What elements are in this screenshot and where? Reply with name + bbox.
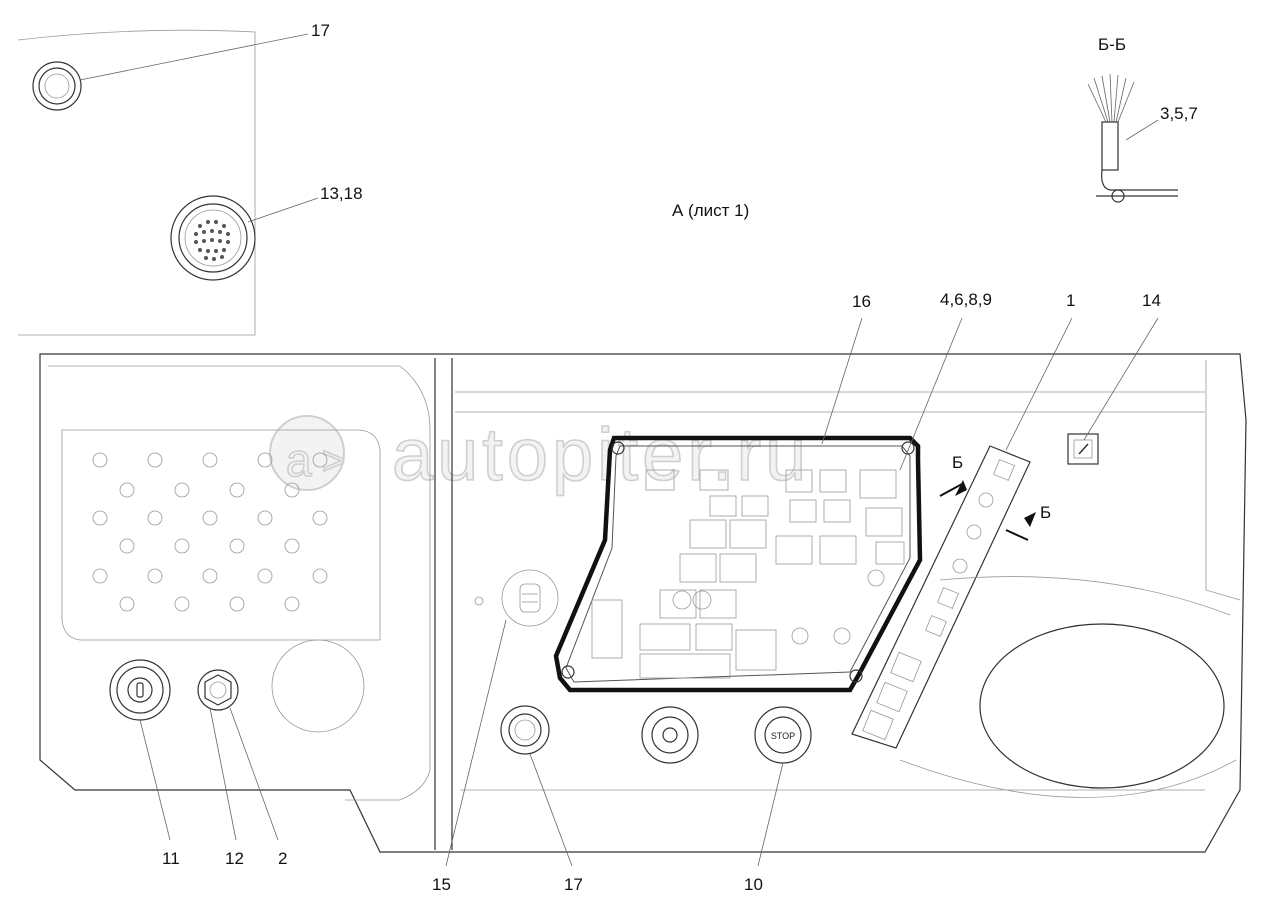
section-callout: 3,5,7 [1160, 104, 1198, 123]
stop-button: STOP [754, 706, 812, 764]
section-mark-left: Б [952, 453, 963, 472]
panel-outline [39, 353, 1247, 853]
screw-icon [474, 596, 484, 606]
watermark-text: autopiter.ru [392, 413, 810, 496]
callout-14: 14 [1142, 291, 1161, 310]
svg-text:>: > [322, 439, 349, 483]
ignition-switch [109, 659, 171, 721]
callout-1: 1 [1066, 291, 1075, 310]
detail-top-left [17, 29, 319, 336]
section-title: Б-Б [1098, 35, 1126, 54]
speaker-grille [61, 429, 381, 641]
callout-2: 2 [278, 849, 287, 868]
callout-17-top: 17 [311, 21, 330, 40]
oval-opening [899, 576, 1237, 798]
view-label: А (лист 1) [672, 201, 749, 220]
small-switch [1067, 433, 1099, 465]
section-detail [1087, 73, 1178, 203]
callout-12: 12 [225, 849, 244, 868]
callout-11: 11 [162, 849, 180, 868]
nut-switch [197, 669, 239, 711]
callout-13-18: 13,18 [320, 184, 363, 203]
watermark: a > autopiter.ru [269, 412, 810, 497]
callout-4-6-8-9: 4,6,8,9 [940, 290, 992, 309]
stop-button-text: STOP [771, 731, 795, 741]
labels: 17 13,18 А (лист 1) Б-Б 3,5,7 16 4,6,8,9… [162, 21, 1198, 894]
callout-15: 15 [432, 875, 451, 894]
round-plug [501, 569, 559, 627]
callout-17-bottom: 17 [564, 875, 583, 894]
callout-16: 16 [852, 292, 871, 311]
leader-lines [139, 317, 1159, 867]
instrument-cluster [553, 435, 923, 693]
grommet-bottom [500, 705, 550, 755]
callout-10: 10 [744, 875, 763, 894]
switch-strip [851, 445, 1036, 749]
svg-text:a: a [286, 434, 316, 486]
section-mark-right: Б [1040, 503, 1051, 522]
hazard-button [641, 706, 699, 764]
round-blank [271, 639, 365, 733]
